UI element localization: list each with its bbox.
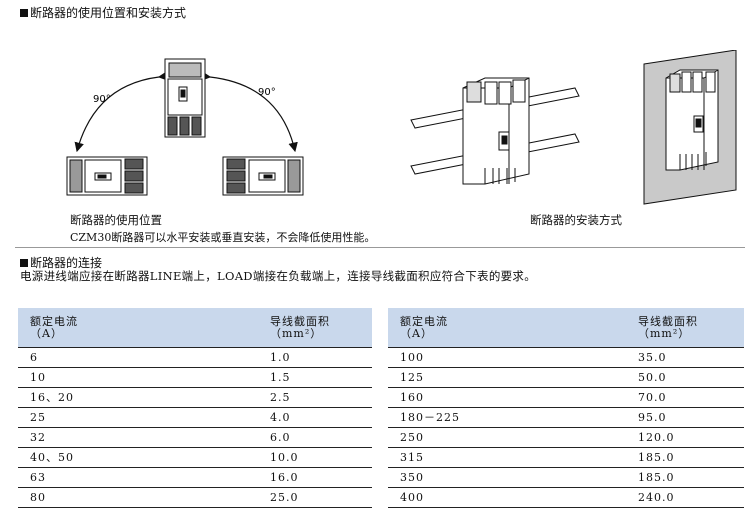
table-header-row: 额定电流 （A） 导线截面积 （mm²）: [388, 308, 744, 348]
cell-wire-area: 70.0: [626, 387, 744, 408]
cell-rated-current: 32: [18, 427, 258, 448]
angle-label-right: 90°: [258, 87, 276, 98]
cell-rated-current: 400: [388, 487, 626, 508]
bullet-square-icon: [20, 259, 28, 267]
caption-install-method: 断路器的安装方式: [530, 213, 622, 227]
cell-rated-current: 125: [388, 367, 626, 388]
header-area-line1: 导线截面积: [638, 315, 698, 329]
header-rated-current: 额定电流 （A）: [388, 308, 626, 348]
cell-rated-current: 10: [18, 367, 258, 388]
breaker-left-icon: [66, 156, 148, 196]
cell-rated-current: 250: [388, 427, 626, 448]
cell-wire-area: 35.0: [626, 347, 744, 368]
cell-wire-area: 240.0: [626, 487, 744, 508]
cell-wire-area: 120.0: [626, 427, 744, 448]
cell-rated-current: 160: [388, 387, 626, 408]
cell-rated-current: 6: [18, 347, 258, 368]
header-area-line1: 导线截面积: [270, 315, 330, 329]
cell-wire-area: 4.0: [258, 407, 372, 428]
cell-rated-current: 80: [18, 487, 258, 508]
header-wire-area: 导线截面积 （mm²）: [258, 308, 372, 348]
table-header-row: 额定电流 （A） 导线截面积 （mm²）: [18, 308, 372, 348]
cell-rated-current: 350: [388, 467, 626, 488]
cell-wire-area: 2.5: [258, 387, 372, 408]
cell-rated-current: 100: [388, 347, 626, 368]
usage-position-diagram: 90° 90°: [66, 58, 304, 196]
bullet-square-icon: [20, 9, 28, 17]
cell-rated-current: 25: [18, 407, 258, 428]
header-current-line2: （A）: [400, 327, 433, 341]
cell-rated-current: 180－225: [388, 407, 626, 428]
cell-wire-area: 1.0: [258, 347, 372, 368]
caption-usage-note: CZM30断路器可以水平安装或垂直安装，不会降低使用性能。: [70, 231, 376, 244]
breaker-panel-icon: [665, 69, 719, 171]
cell-rated-current: 16、20: [18, 387, 258, 408]
cell-rated-current: 63: [18, 467, 258, 488]
cell-rated-current: 40、50: [18, 447, 258, 468]
cell-wire-area: 25.0: [258, 487, 372, 508]
cell-wire-area: 6.0: [258, 427, 372, 448]
angle-label-left: 90°: [93, 94, 111, 105]
caption-usage-position: 断路器的使用位置: [70, 213, 162, 227]
panel-mount-diagram: [643, 50, 737, 205]
header-area-line2: （mm²）: [270, 327, 323, 341]
header-wire-area: 导线截面积 （mm²）: [626, 308, 744, 348]
breaker-top-icon: [164, 58, 206, 138]
breaker-right-icon: [222, 156, 304, 196]
header-rated-current: 额定电流 （A）: [18, 308, 258, 348]
header-current-line2: （A）: [30, 327, 63, 341]
cell-wire-area: 185.0: [626, 447, 744, 468]
cell-wire-area: 50.0: [626, 367, 744, 388]
header-current-line1: 额定电流: [30, 315, 78, 329]
section-title-connection: 断路器的连接: [20, 256, 102, 270]
din-rail-mount-diagram: [410, 77, 580, 185]
cell-rated-current: 315: [388, 447, 626, 468]
section-divider: [15, 247, 745, 248]
cell-wire-area: 1.5: [258, 367, 372, 388]
arc-right: [201, 71, 298, 153]
section-title-usage: 断路器的使用位置和安装方式: [20, 6, 186, 20]
connection-description: 电源进线端应接在断路器LINE端上，LOAD端接在负载端上，连接导线截面积应符合…: [20, 269, 537, 283]
header-current-line1: 额定电流: [400, 315, 448, 329]
arc-left: [74, 71, 168, 153]
header-area-line2: （mm²）: [638, 327, 691, 341]
cell-wire-area: 16.0: [258, 467, 372, 488]
cell-wire-area: 95.0: [626, 407, 744, 428]
cell-wire-area: 185.0: [626, 467, 744, 488]
section-title-usage-text: 断路器的使用位置和安装方式: [30, 6, 187, 20]
cell-wire-area: 10.0: [258, 447, 372, 468]
breaker-mounted-icon: [462, 77, 530, 185]
section-title-connection-text: 断路器的连接: [30, 256, 103, 270]
